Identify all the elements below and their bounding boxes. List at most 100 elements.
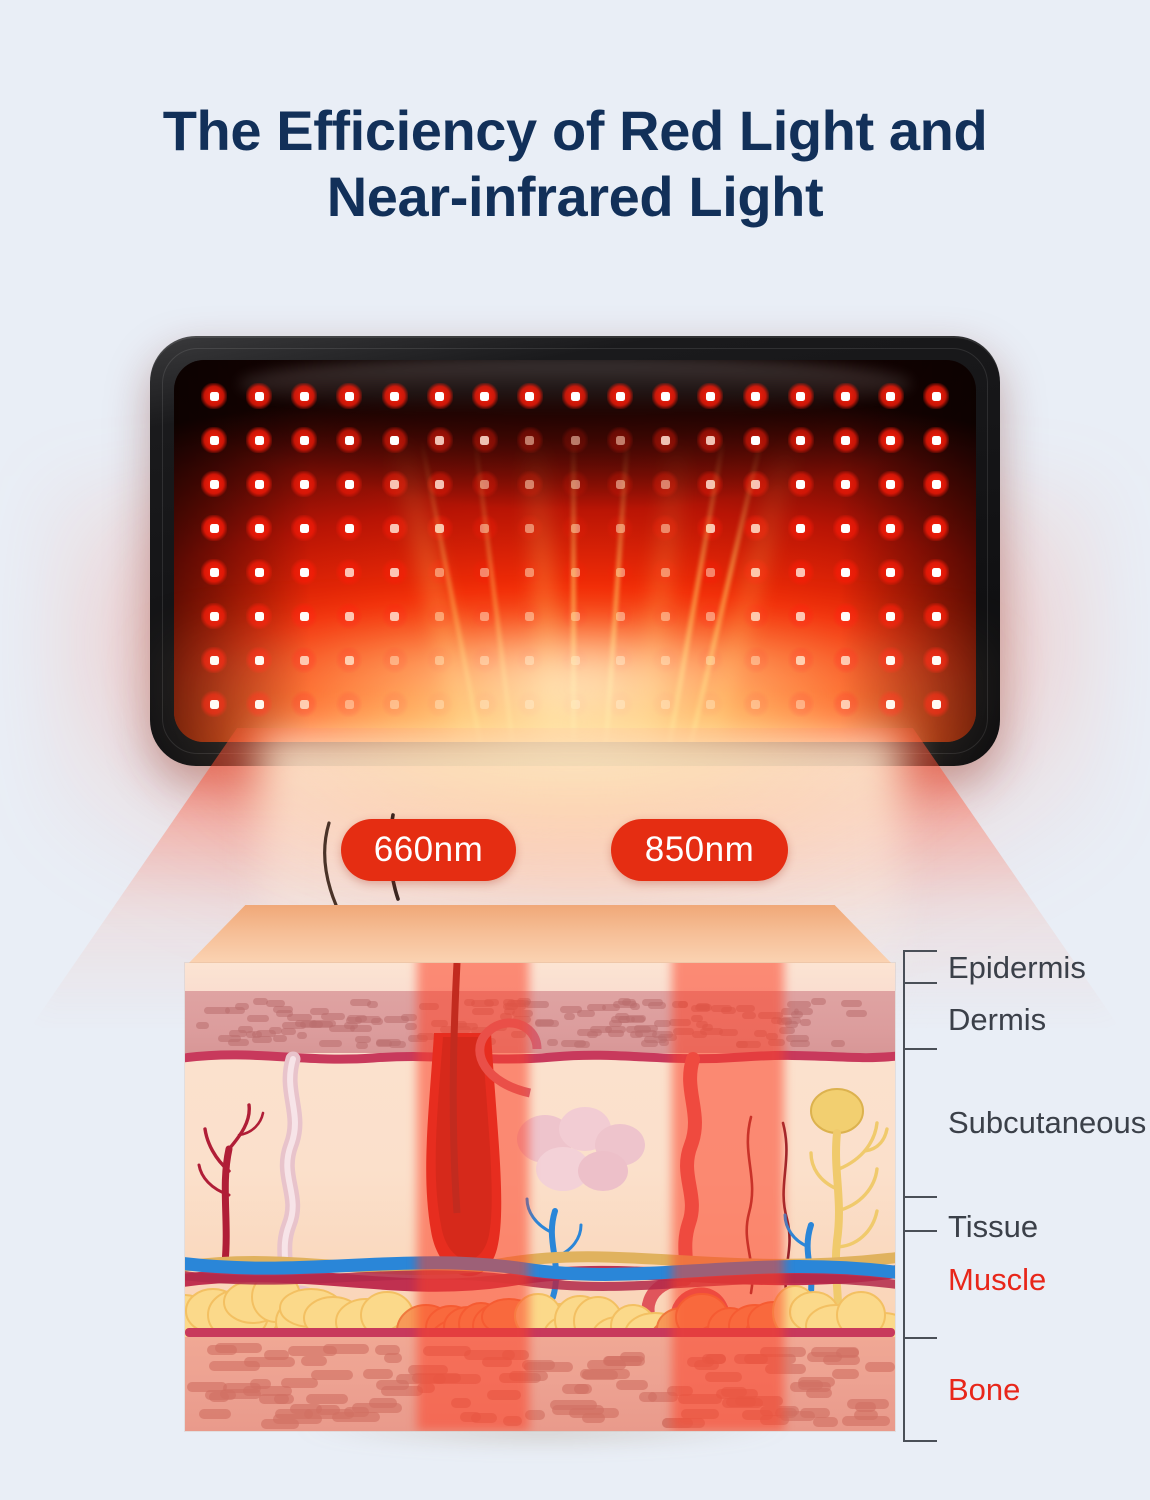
led-dot bbox=[743, 471, 769, 497]
led-dot bbox=[923, 515, 949, 541]
led-dot bbox=[923, 691, 949, 717]
led-dot bbox=[246, 559, 272, 585]
led-dot bbox=[652, 471, 678, 497]
tissue-dash bbox=[807, 1352, 842, 1362]
led-dot bbox=[697, 647, 723, 673]
led-dot bbox=[652, 515, 678, 541]
tissue-dash bbox=[281, 1378, 318, 1388]
led-dot bbox=[923, 471, 949, 497]
tissue-dash bbox=[813, 1417, 838, 1427]
screen-vignette bbox=[174, 360, 976, 742]
led-dot bbox=[427, 427, 453, 453]
led-dot bbox=[201, 647, 227, 673]
tissue-dash bbox=[376, 1380, 409, 1390]
tissue-dash bbox=[574, 1384, 592, 1394]
led-dot bbox=[607, 647, 633, 673]
wavelength-badge-660nm-label: 660nm bbox=[374, 830, 484, 870]
led-dot bbox=[833, 559, 859, 585]
led-dot bbox=[291, 691, 317, 717]
led-dot bbox=[562, 691, 588, 717]
led-dot bbox=[562, 559, 588, 585]
layer-label-bone: Bone bbox=[948, 1372, 1020, 1408]
page-title-line-2: Near-infrared Light bbox=[0, 164, 1150, 230]
light-ray bbox=[526, 437, 586, 742]
skin-block-shadow bbox=[193, 1425, 893, 1485]
light-rays bbox=[174, 360, 976, 742]
led-dot bbox=[833, 383, 859, 409]
led-dot bbox=[472, 427, 498, 453]
led-dot bbox=[201, 471, 227, 497]
led-dot bbox=[652, 427, 678, 453]
bracket-tick-bottom bbox=[903, 1440, 937, 1442]
muscle-bone-layer bbox=[185, 1337, 895, 1431]
wavelength-badge-850nm[interactable]: 850nm bbox=[611, 819, 788, 881]
led-dot bbox=[743, 427, 769, 453]
led-dot bbox=[382, 559, 408, 585]
led-dot bbox=[697, 471, 723, 497]
led-dot bbox=[743, 559, 769, 585]
bracket-tick-epidermis bbox=[903, 982, 937, 984]
led-dot bbox=[923, 427, 949, 453]
led-dot bbox=[517, 647, 543, 673]
led-dot bbox=[652, 559, 678, 585]
led-dot bbox=[201, 427, 227, 453]
tissue-dash bbox=[603, 1356, 645, 1366]
led-pad-device bbox=[150, 336, 1000, 766]
led-dot bbox=[878, 383, 904, 409]
led-dot bbox=[923, 603, 949, 629]
led-dot bbox=[833, 691, 859, 717]
led-dot bbox=[878, 691, 904, 717]
light-ray bbox=[621, 437, 797, 742]
page-title: The Efficiency of Red Light and Near-inf… bbox=[0, 98, 1150, 230]
led-dot bbox=[878, 427, 904, 453]
light-ray bbox=[474, 438, 554, 742]
led-dot bbox=[472, 603, 498, 629]
led-dot bbox=[472, 691, 498, 717]
tissue-dash bbox=[311, 1370, 353, 1380]
muscle-boundary-line bbox=[185, 1328, 895, 1337]
led-dot bbox=[697, 383, 723, 409]
led-dot bbox=[788, 691, 814, 717]
beam-660nm bbox=[417, 963, 529, 1431]
therapy-pad-illustration bbox=[150, 336, 1000, 766]
light-ray bbox=[572, 438, 575, 742]
layer-label-subcutaneous: Subcutaneous bbox=[948, 1105, 1146, 1141]
led-dot bbox=[788, 647, 814, 673]
led-dot bbox=[833, 603, 859, 629]
led-dot bbox=[336, 471, 362, 497]
bracket-tick-dermis bbox=[903, 1048, 937, 1050]
led-dot bbox=[652, 383, 678, 409]
tissue-dash bbox=[798, 1380, 823, 1390]
tissue-dash bbox=[832, 1369, 859, 1379]
led-dot bbox=[833, 515, 859, 541]
tissue-dash bbox=[223, 1383, 261, 1393]
tissue-dash bbox=[187, 1382, 227, 1392]
led-dot bbox=[697, 691, 723, 717]
led-dot bbox=[382, 383, 408, 409]
led-dot bbox=[472, 559, 498, 585]
led-dot bbox=[382, 647, 408, 673]
led-dot bbox=[472, 383, 498, 409]
led-dot bbox=[291, 427, 317, 453]
wavelength-badge-660nm[interactable]: 660nm bbox=[341, 819, 516, 881]
led-dot bbox=[517, 515, 543, 541]
tissue-dash bbox=[244, 1357, 295, 1367]
page-title-line-1: The Efficiency of Red Light and bbox=[163, 99, 988, 162]
tissue-dash bbox=[363, 1369, 393, 1379]
led-dot bbox=[336, 691, 362, 717]
beam-850nm bbox=[672, 963, 784, 1431]
led-dot bbox=[427, 603, 453, 629]
tissue-dash bbox=[323, 1344, 369, 1354]
bracket-tick-muscle bbox=[903, 1337, 937, 1339]
led-dot bbox=[427, 647, 453, 673]
led-dot bbox=[382, 603, 408, 629]
led-dot bbox=[562, 427, 588, 453]
led-dot bbox=[246, 647, 272, 673]
skin-cross-section-diagram bbox=[185, 905, 895, 1445]
tissue-dash bbox=[316, 1405, 340, 1415]
led-dot bbox=[291, 647, 317, 673]
led-dot bbox=[607, 603, 633, 629]
led-dot bbox=[246, 603, 272, 629]
led-dot bbox=[201, 383, 227, 409]
light-ray bbox=[581, 438, 629, 742]
